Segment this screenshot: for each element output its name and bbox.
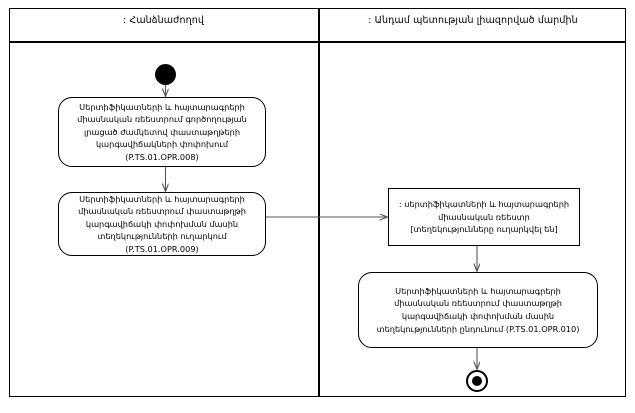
activity-final-node[interactable] (466, 370, 488, 392)
swimlane-header-divider (9, 41, 626, 43)
initial-node[interactable] (155, 64, 176, 85)
swimlane-header-member-state-authorized-body: : Անդամ պետության լիազորված մարմին (368, 15, 578, 26)
activity-node-opr-010[interactable]: Սերտիֆիկատների և հայտարագրերի միասնական … (358, 272, 598, 348)
activity-node-opr-008[interactable]: Սերտիֆիկատների և հայտարագրերի միասնական … (58, 97, 266, 167)
swimlane-header-commission: : Հանձնաժողով (123, 15, 204, 26)
activity-node-opr-008-label: Սերտիֆիկատների և հայտարագրերի միասնական … (77, 101, 247, 162)
object-node-unified-registry-label: : սերտիֆիկատների և հայտարագրերի միասնակա… (398, 199, 570, 235)
object-node-unified-registry[interactable]: : սերտիֆիկատների և հայտարագրերի միասնակա… (388, 188, 580, 246)
activity-node-opr-009[interactable]: Սերտիֆիկատների և հայտարագրերի միասնական … (58, 192, 266, 256)
activity-node-opr-009-label: Սերտիֆիկատների և հայտարագրերի միասնական … (78, 193, 246, 254)
activity-node-opr-010-label: Սերտիֆիկատների և հայտարագրերի միասնական … (376, 285, 580, 334)
swimlane-vertical-divider (318, 8, 320, 397)
